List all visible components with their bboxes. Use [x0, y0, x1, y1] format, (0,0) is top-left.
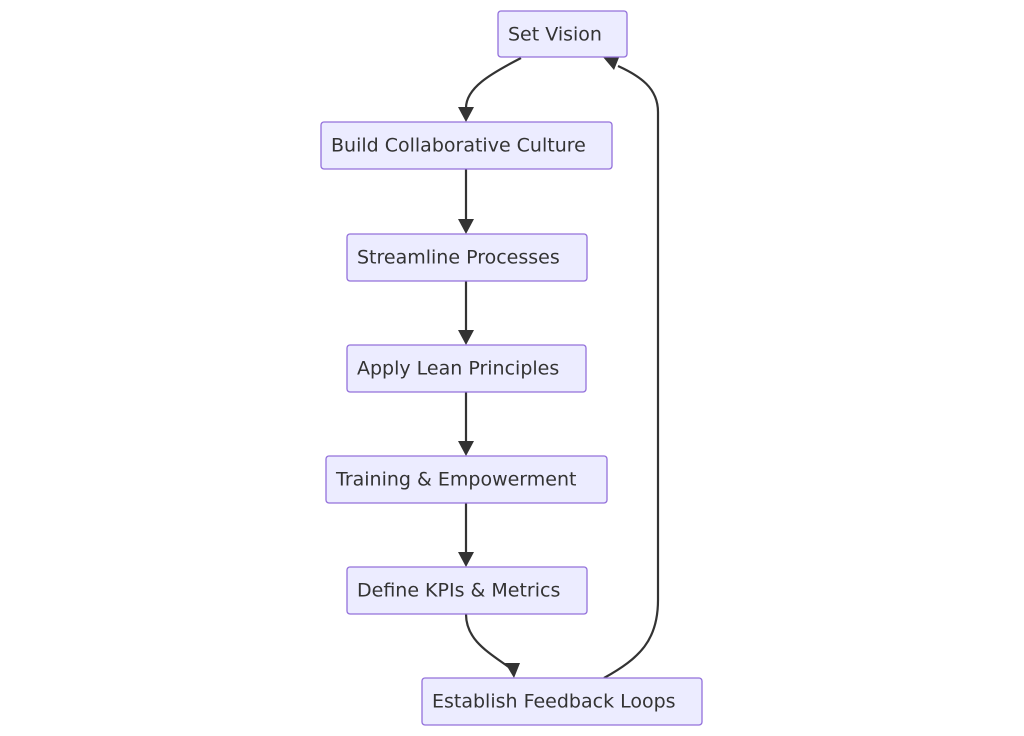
edge-define-kpis-metrics-to-establish-feedback-loops	[464, 613, 511, 669]
node-box	[346, 566, 588, 615]
node-box	[346, 344, 587, 393]
node-label: Apply Lean Principles	[357, 358, 559, 380]
node-box	[320, 121, 613, 170]
arrowhead-training-empowerment	[458, 441, 474, 456]
edges	[458, 55, 660, 679]
edge-establish-feedback-loops-to-set-vision	[603, 64, 660, 679]
node-label: Define KPIs & Metrics	[357, 580, 560, 602]
node-training-empowerment: Training & Empowerment	[325, 455, 608, 504]
node-set-vision: Set Vision	[497, 10, 628, 58]
node-label: Set Vision	[508, 24, 602, 46]
arrowhead-streamline-processes	[458, 219, 474, 234]
node-box	[346, 233, 588, 282]
arrowhead-apply-lean-principles	[458, 330, 474, 345]
node-label: Establish Feedback Loops	[432, 691, 676, 713]
nodes: Set Vision Build Collaborative Culture S…	[320, 10, 703, 726]
arrowhead-define-kpis-metrics	[458, 552, 474, 567]
node-label: Build Collaborative Culture	[331, 135, 586, 157]
arrowhead-build-collaborative-culture	[458, 107, 474, 122]
node-box	[497, 10, 628, 58]
node-label: Streamline Processes	[357, 247, 560, 269]
arrowhead-set-vision	[603, 55, 620, 70]
arrowhead-establish-feedback-loops	[505, 663, 520, 678]
node-label: Training & Empowerment	[335, 469, 576, 491]
node-box	[421, 677, 703, 726]
node-define-kpis-metrics: Define KPIs & Metrics	[346, 566, 588, 615]
node-build-collaborative-culture: Build Collaborative Culture	[320, 121, 613, 170]
edge-set-vision-to-build-collaborative-culture	[464, 57, 522, 109]
node-apply-lean-principles: Apply Lean Principles	[346, 344, 587, 393]
node-establish-feedback-loops: Establish Feedback Loops	[421, 677, 703, 726]
node-box	[325, 455, 608, 504]
node-streamline-processes: Streamline Processes	[346, 233, 588, 282]
